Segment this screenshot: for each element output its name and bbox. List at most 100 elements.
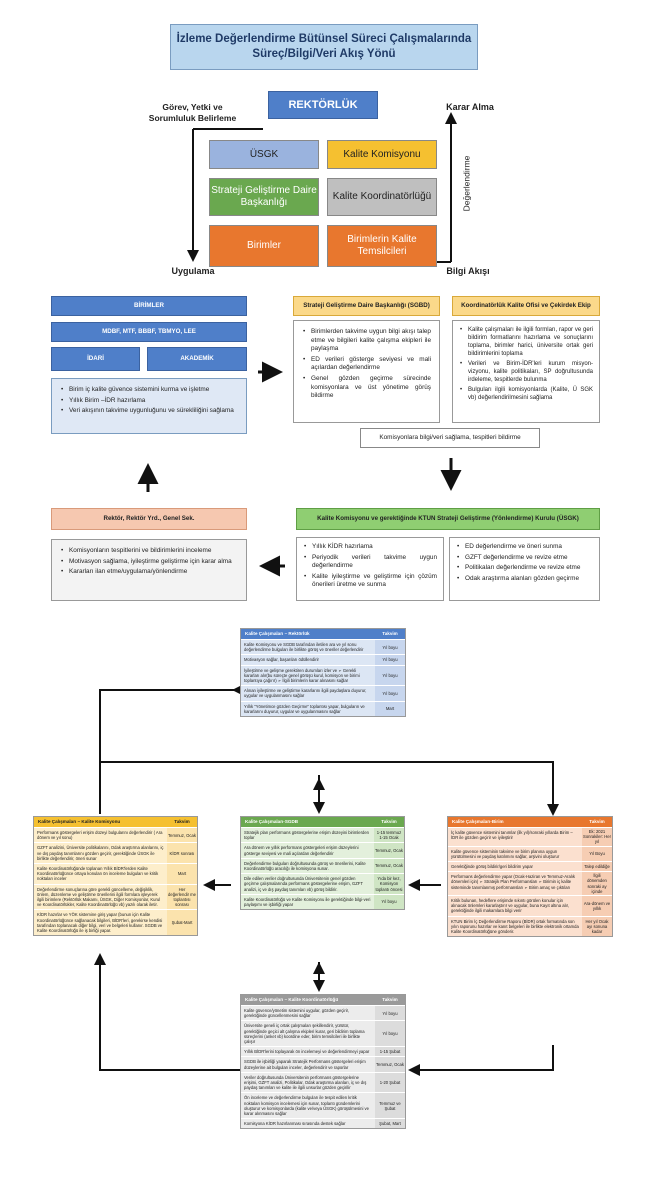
list-item: Bulguları ilgili komisyonlarda (Kalite, … (459, 386, 593, 402)
table-row: Gerektiğinde görüş bildirir/geri bildiri… (448, 861, 612, 872)
conn-birim-koord (408, 1045, 554, 1076)
list-item: GZFT değerlendirme ve revize etme (456, 554, 593, 563)
takvim-header: Takvim (589, 819, 605, 825)
axis-label-bottom-left: Uygulama (171, 266, 215, 276)
table-row: Dile edilen veriler doğrultusunda Üniver… (241, 873, 404, 894)
table-cell-date: Ek: 2021 Sonrakiler: Her yıl (582, 828, 612, 846)
rektor-panel: Komisyonların tespitlerini ve bildirimle… (51, 539, 247, 601)
list-item: Yıllık KİDR hazırlama (303, 543, 437, 552)
table-cell-date: Mart (167, 864, 197, 884)
table-cell-date: Talep edildiğe (582, 862, 612, 872)
table-cell-date: 1-15 Şubat (375, 1047, 405, 1057)
table-row: Yıllık BİDR'lerini toplayarak ön incelem… (241, 1046, 405, 1057)
takvim-header: Takvim (382, 631, 398, 637)
list-item: Periyodik verileri takvime uygun değerle… (303, 554, 437, 571)
koord-header: Koordinatörlük Kalite Ofisi ve Çekirdek … (452, 296, 600, 316)
table-cell-task: Ara dönem ve yıllık performans göstergel… (241, 843, 374, 858)
list-item: Birimlerden takvime uygun bilgi akışı ta… (302, 328, 431, 354)
birimler-header: BİRİMLER (51, 296, 247, 316)
table-cell-date: Her yıl Ocak ayı sonuna kadar (582, 916, 612, 937)
table-cell-task: KİDR hazırlar ve YÖK sistemine giriş yap… (34, 910, 167, 936)
koord-list: Kalite çalışmaları ile ilgili formları, … (459, 326, 593, 402)
usgk-panel-1: Yıllık KİDR hazırlamaPeriyodik verileri … (296, 537, 444, 601)
page-title: İzleme Değerlendirme Bütünsel Süreci Çal… (170, 24, 478, 70)
komisyon-note: Komisyonlara bilgi/veri sağlama, tespitl… (360, 428, 540, 448)
table-cell-task: Kalite Komisyonu ve SGDB tarafından ilet… (241, 640, 375, 655)
table-row: Motivasyon sağlar, başarıları ödüllendir… (241, 654, 405, 665)
table-cell-date: Yıl boyu (374, 894, 404, 910)
table-cell-date: Mart (375, 701, 405, 717)
table-cell-date: İlgili dönemden sonraki ay içinde (582, 872, 612, 896)
table-title: Kalite Çalışmaları – Rektörlük (245, 631, 310, 637)
sgdb-panel: Birimlerden takvime uygun bilgi akışı ta… (293, 320, 440, 423)
table-cell-date: Şubat, Mart (375, 1119, 405, 1129)
takvim-header: Takvim (382, 997, 398, 1003)
sgdb-box: Strateji Geliştirme Daire Başkanlığı (209, 178, 319, 216)
list-item: Genel gözden geçirme sürecinde komisyonl… (302, 375, 431, 401)
list-item: Politikaları değerlendirme ve revize etm… (456, 564, 593, 573)
table-cell-date: Temmuz, Ocak (374, 843, 404, 858)
table-cell-task: Dile edilen veriler doğrultusunda Üniver… (241, 874, 374, 894)
table-kalite-koordinatorlugu: Kalite Çalışmaları – Kalite Koordinatörl… (240, 994, 406, 1130)
table-row: Yıllık "Yönetimce gözden Geçirme" toplan… (241, 700, 405, 717)
birimler-box: Birimler (209, 225, 319, 267)
table-cell-task: Alınan iyileştirme ve geliştirme kararla… (241, 686, 375, 701)
table-header: Kalite Çalışmaları – Kalite Koordinatörl… (241, 995, 405, 1005)
table-cell-date: KİDR sonrası (167, 843, 197, 864)
table-cell-task: Yıllık BİDR'lerini toplayarak ön incelem… (241, 1047, 375, 1057)
table-row: Komisyona KİDR hazırlanması sırasında de… (241, 1118, 405, 1129)
table-cell-date: Yıl boyu (375, 655, 405, 665)
table-row: Kritik bulunan, hedeflere erişimde sıkın… (448, 895, 612, 916)
table-row: Performans göstergeleri erişim düzeyi bu… (34, 827, 197, 843)
usgk-list-1: Yıllık KİDR hazırlamaPeriyodik verileri … (303, 543, 437, 590)
axis-label-top-left: Görev, Yetki ve Sorumluluk Belirleme (148, 102, 237, 123)
koord-panel: Kalite çalışmaları ile ilgili formları, … (452, 320, 600, 423)
table-cell-task: Gerektiğinde görüş bildirir/geri bildiri… (448, 862, 582, 872)
table-cell-date: Temmuz, Ocak (375, 1057, 405, 1072)
conn-koord-komisyon (94, 953, 240, 1071)
table-cell-date: Ara-dönem ve yıllık (582, 896, 612, 916)
table-cell-date: Yıl boyu (375, 1006, 405, 1021)
axis-label-top-right: Karar Alma (446, 102, 494, 112)
table-row: KİDR hazırlar ve YÖK sistemine giriş yap… (34, 909, 197, 936)
rektor-list: Komisyonların tespitlerini ve bildirimle… (60, 547, 238, 577)
usgk-list-2: ED değerlendirme ve öneri sunmaGZFT değe… (456, 543, 593, 583)
axis-label-vertical: Değerlendirme (461, 155, 472, 212)
units-box: MDBF, MTF, BBBF, TBMYO, LEE (51, 322, 247, 342)
table-cell-task: Kalite güvence/yönetim sistemini uygular… (241, 1006, 375, 1021)
table-cell-task: Performans göstergeleri erişim düzeyi bu… (34, 828, 167, 843)
axis-label-bottom-right: Bilgi Akışı (446, 266, 490, 276)
takvim-header: Takvim (381, 819, 397, 825)
table-cell-task: Veriler doğrultusunda Üniversitenin perf… (241, 1072, 375, 1093)
table-cell-date: 1-20 Şubat (375, 1072, 405, 1093)
table-cell-task: Kalite Koordinatörlüğü ve Kalite Komisyo… (241, 894, 374, 910)
table-row: Üniversite geneli iç ortak çalışmaları ş… (241, 1020, 405, 1047)
table-row: Ara dönem ve yıllık performans göstergel… (241, 842, 404, 858)
sgdb-list: Birimlerden takvime uygun bilgi akışı ta… (302, 328, 431, 401)
table-row: Kalite güvence/yönetim sistemini uygular… (241, 1005, 405, 1021)
table-cell-date: Yıda bir kez, Komisyon toplantı öncesi (374, 874, 404, 894)
list-item: Odak araştırma alanları gözden geçirme (456, 575, 593, 584)
list-item: Yıllık Birim –İDR hazırlama (60, 397, 238, 406)
akademik-box: AKADEMİK (147, 347, 247, 371)
table-row: Değerlendirme sonuçlarına göre gerekli g… (34, 883, 197, 910)
usgk-box: ÜSGK (209, 140, 319, 169)
kalite-komisyonu-box: Kalite Komisyonu (327, 140, 437, 169)
table-title: Kalite Çalışmaları-Birim (452, 819, 504, 825)
table-cell-date: Her değerlendir me toplantısı sonrası (167, 884, 197, 910)
idari-box: İDARİ (51, 347, 140, 371)
list-item: ED verileri gösterge seviyesi ve mali aç… (302, 356, 431, 373)
table-cell-date: Temmuz, Ocak (167, 828, 197, 843)
birim-temsilcileri-box: Birimlerin Kalite Temsilcileri (327, 225, 437, 267)
kalite-koordinatorlugu-box: Kalite Koordinatörlüğü (327, 178, 437, 216)
sgdb-header: Strateji Geliştirme Daire Başkanlığı (SG… (293, 296, 440, 316)
table-cell-date: Yıl boyu (375, 640, 405, 655)
table-cell-task: İyileştirme ve gelişme gerektiren duruml… (241, 665, 375, 686)
table-cell-task: Ön inceleme ve değerlendirme bulguları i… (241, 1093, 375, 1119)
table-cell-task: Performans değerlendirme yapar (Ocak-Haz… (448, 872, 582, 896)
table-cell-date: Yıl Boyu (582, 846, 612, 862)
